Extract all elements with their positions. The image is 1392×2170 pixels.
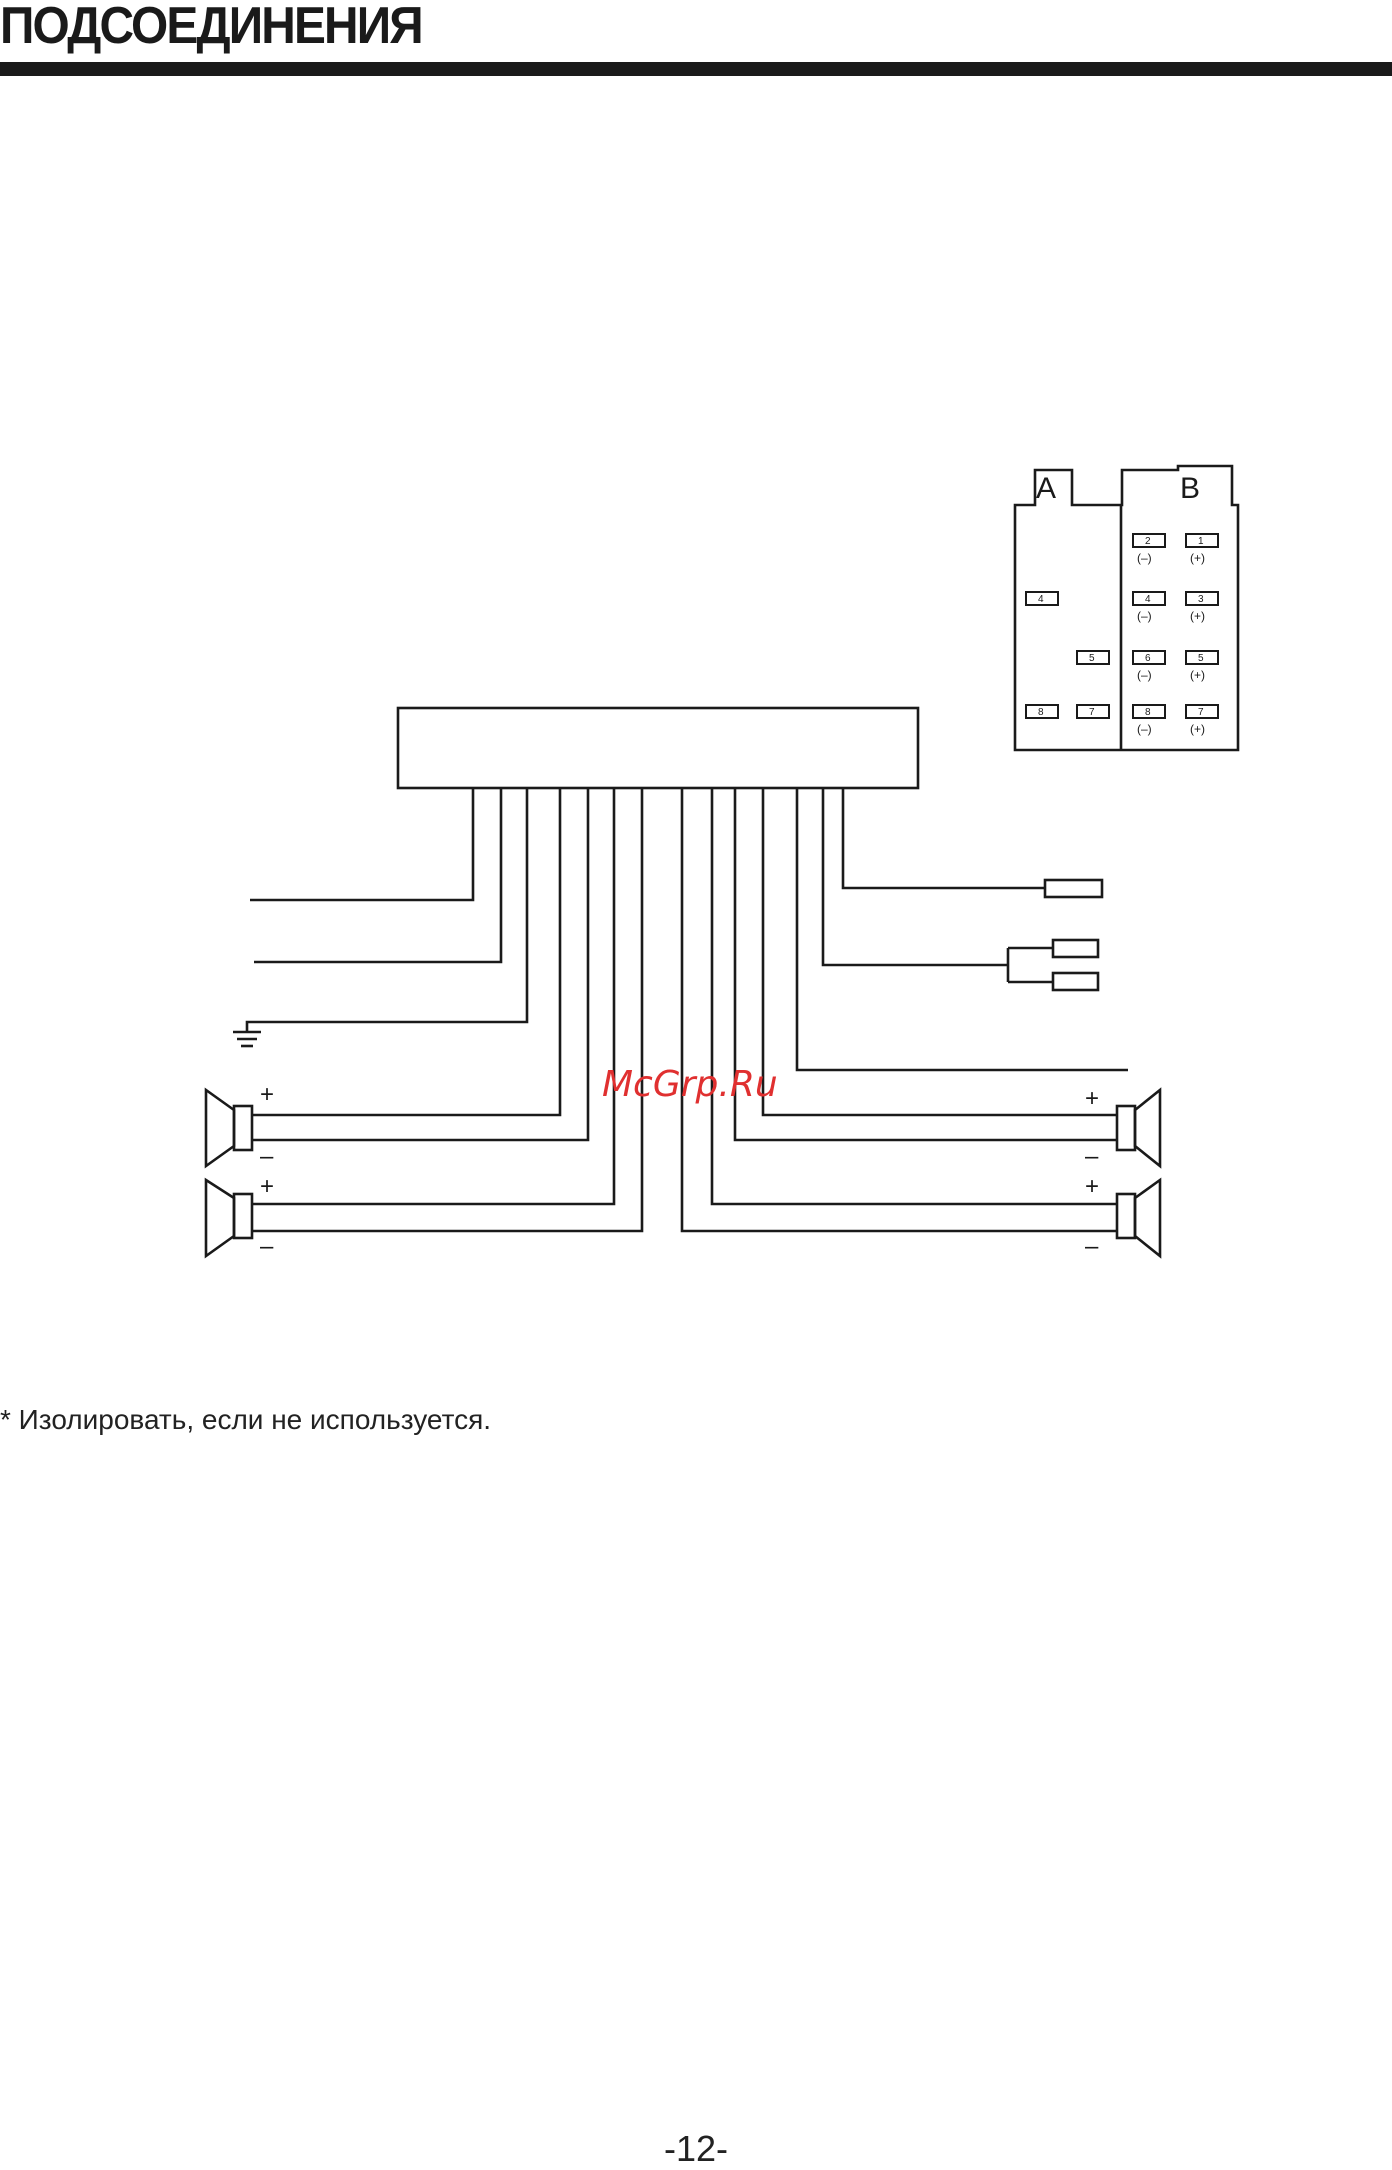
head-unit-box bbox=[398, 708, 918, 788]
connector-side-b-pins: 2 (–) 1 (+) 4 (–) 3 (+) 6 (–) 5 (+) 8 (–) 7 (+) bbox=[1133, 534, 1218, 736]
pin-a-7-label: 7 bbox=[1089, 707, 1095, 718]
rl-minus-label: – bbox=[260, 1233, 274, 1260]
pin-b-1-label: 1 bbox=[1198, 536, 1204, 547]
fuse-plug bbox=[1045, 880, 1102, 897]
pin-b-3-label: 3 bbox=[1198, 594, 1204, 605]
pin-b-8-polarity: (–) bbox=[1137, 722, 1152, 736]
pin-b-3-polarity: (+) bbox=[1190, 609, 1205, 623]
pin-a-8-label: 8 bbox=[1038, 707, 1044, 718]
page-number: -12- bbox=[0, 2128, 1392, 2170]
rca-plug-upper bbox=[1053, 940, 1098, 957]
pin-b-2-label: 2 bbox=[1145, 536, 1151, 547]
pin-b-4-polarity: (–) bbox=[1137, 609, 1152, 623]
speaker-rear-left-icon bbox=[206, 1180, 252, 1256]
pin-b-2-polarity: (–) bbox=[1137, 551, 1152, 565]
wire-fuse bbox=[843, 788, 1045, 888]
pin-a-5-label: 5 bbox=[1089, 653, 1095, 664]
watermark: McGrp.Ru bbox=[602, 1064, 778, 1105]
pin-b-6-polarity: (–) bbox=[1137, 668, 1152, 682]
pin-b-4-label: 4 bbox=[1145, 594, 1151, 605]
pin-b-5-label: 5 bbox=[1198, 653, 1204, 664]
fl-plus-label: + bbox=[260, 1081, 274, 1108]
pin-b-5-polarity: (+) bbox=[1190, 668, 1205, 682]
connector-label-b: B bbox=[1180, 472, 1200, 505]
speaker-front-left-icon bbox=[206, 1090, 252, 1166]
pin-a-4-label: 4 bbox=[1038, 594, 1044, 605]
wire-2 bbox=[254, 788, 501, 962]
iso-connector bbox=[1015, 466, 1238, 750]
rl-plus-label: + bbox=[260, 1173, 274, 1200]
fl-minus-label: – bbox=[260, 1143, 274, 1170]
wire-antenna bbox=[823, 788, 1008, 965]
wire-right-long bbox=[797, 788, 1128, 1070]
speaker-rear-right-icon bbox=[1117, 1180, 1160, 1256]
ground-icon bbox=[233, 1032, 261, 1046]
rr-plus-label: + bbox=[1085, 1173, 1099, 1200]
connector-side-a-pins: 4 5 8 7 bbox=[1026, 592, 1109, 718]
fr-minus-label: – bbox=[1085, 1143, 1099, 1170]
rr-minus-label: – bbox=[1085, 1233, 1099, 1260]
wire-1 bbox=[250, 788, 473, 900]
footnote: * Изолировать, если не используется. bbox=[0, 1404, 491, 1436]
wire-ground bbox=[247, 788, 527, 1032]
pin-b-1-polarity: (+) bbox=[1190, 551, 1205, 565]
pin-b-8-label: 8 bbox=[1145, 707, 1151, 718]
pin-b-7-polarity: (+) bbox=[1190, 722, 1205, 736]
speaker-front-right-icon bbox=[1117, 1090, 1160, 1166]
connector-label-a: A bbox=[1036, 472, 1056, 505]
fr-plus-label: + bbox=[1085, 1085, 1099, 1112]
pin-b-7-label: 7 bbox=[1198, 707, 1204, 718]
pin-b-6-label: 6 bbox=[1145, 653, 1151, 664]
rca-plug-lower bbox=[1053, 973, 1098, 990]
